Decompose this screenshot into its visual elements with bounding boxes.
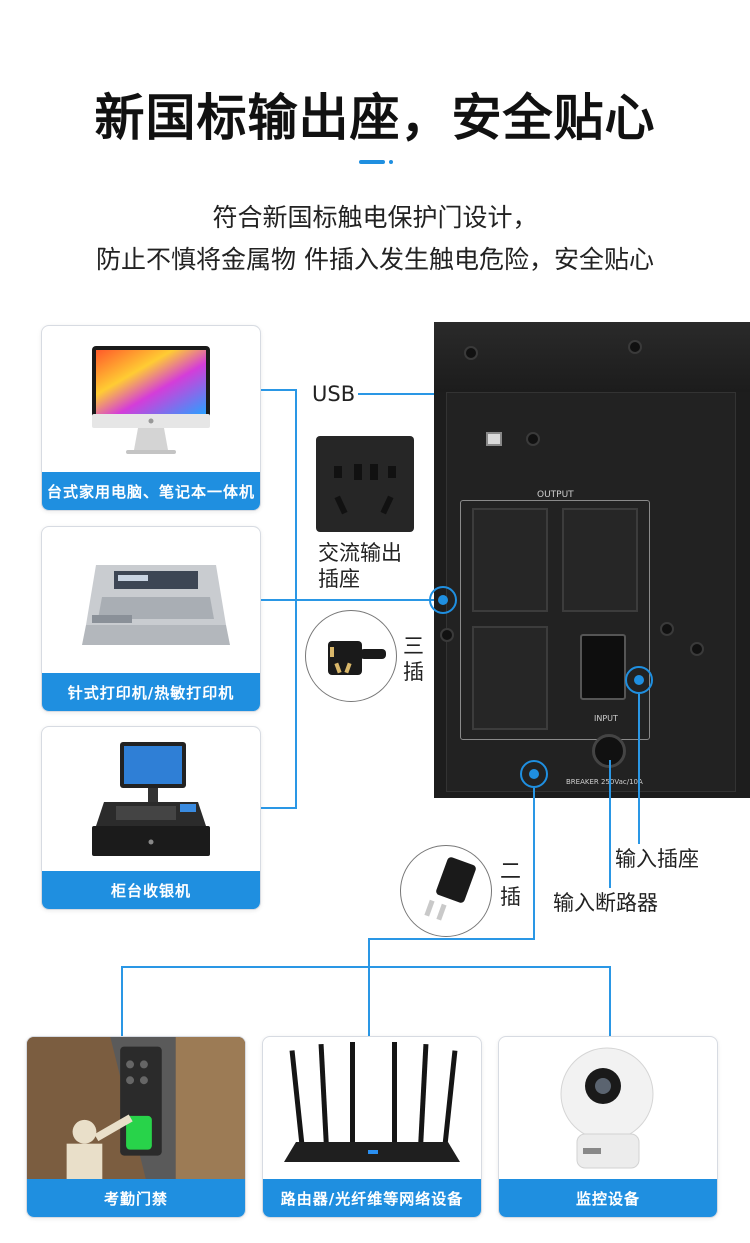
input-breaker-leader-line bbox=[609, 760, 611, 888]
card-caption: 考勤门禁 bbox=[27, 1179, 245, 1217]
output-socket bbox=[562, 508, 638, 612]
connector-line bbox=[533, 788, 535, 940]
two-pin-plug-icon bbox=[400, 845, 492, 937]
connector-line bbox=[368, 966, 370, 1038]
output-socket bbox=[472, 626, 548, 730]
connector-line bbox=[368, 938, 535, 940]
screw-icon bbox=[660, 622, 674, 636]
target-marker-icon bbox=[520, 760, 548, 788]
card-caption: 监控设备 bbox=[499, 1179, 717, 1217]
two-pin-label: 二 插 bbox=[500, 859, 521, 910]
printer-image bbox=[42, 527, 260, 673]
connector-line bbox=[261, 807, 297, 809]
output-frame bbox=[460, 500, 650, 740]
title-underline-dot bbox=[389, 160, 393, 164]
camera-image bbox=[499, 1037, 717, 1179]
connector-line bbox=[121, 966, 123, 1038]
three-pin-label: 三 插 bbox=[403, 634, 424, 685]
usb-leader-line bbox=[358, 393, 493, 395]
screw-icon bbox=[690, 642, 704, 656]
connector-line bbox=[121, 966, 611, 968]
input-marking: INPUT bbox=[594, 714, 618, 723]
breaker-marking: BREAKER 250Vac/10A bbox=[566, 778, 643, 786]
card-computer: 台式家用电脑、笔记本一体机 bbox=[41, 325, 261, 511]
title-underline bbox=[359, 160, 385, 164]
screw-icon bbox=[464, 346, 478, 360]
subtitle-line-2: 防止不慎将金属物 件插入发生触电危险，安全贴心 bbox=[96, 245, 654, 274]
card-caption: 路由器/光纤维等网络设备 bbox=[263, 1179, 481, 1217]
card-cash-register: 柜台收银机 bbox=[41, 726, 261, 910]
ac-output-label: 交流输出 插座 bbox=[318, 541, 402, 592]
input-socket bbox=[580, 634, 626, 700]
cash-register-image bbox=[42, 727, 260, 871]
usb-label: USB bbox=[312, 382, 356, 406]
connector-line bbox=[609, 966, 611, 1038]
connector-line bbox=[261, 599, 443, 601]
input-breaker-label: 输入断路器 bbox=[553, 891, 658, 915]
input-socket-leader-line bbox=[638, 694, 640, 844]
output-marking: OUTPUT bbox=[537, 490, 574, 500]
access-control-image bbox=[27, 1037, 245, 1180]
card-caption: 针式打印机/热敏打印机 bbox=[42, 673, 260, 711]
card-access-control: 考勤门禁 bbox=[26, 1036, 246, 1218]
card-caption: 柜台收银机 bbox=[42, 871, 260, 909]
ups-device: OUTPUT INPUT BREAKER 250Vac/10A bbox=[434, 322, 750, 798]
output-socket bbox=[472, 508, 548, 612]
page-title: 新国标输出座，安全贴心 bbox=[94, 89, 656, 147]
router-image bbox=[263, 1037, 481, 1179]
ac-socket-illustration bbox=[316, 436, 414, 532]
card-camera: 监控设备 bbox=[498, 1036, 718, 1218]
connector-line bbox=[261, 389, 297, 391]
screw-icon bbox=[526, 432, 540, 446]
screw-icon bbox=[628, 340, 642, 354]
target-marker-icon bbox=[429, 586, 457, 614]
card-printer: 针式打印机/热敏打印机 bbox=[41, 526, 261, 712]
screw-icon bbox=[440, 628, 454, 642]
ups-top bbox=[434, 322, 750, 392]
connector-line bbox=[368, 938, 370, 968]
three-pin-plug-icon bbox=[305, 610, 397, 702]
input-socket-label: 输入插座 bbox=[615, 847, 699, 871]
target-marker-icon bbox=[625, 666, 653, 694]
usb-port-icon bbox=[486, 432, 502, 446]
subtitle-line-1: 符合新国标触电保护门设计， bbox=[212, 203, 538, 232]
card-router: 路由器/光纤维等网络设备 bbox=[262, 1036, 482, 1218]
card-caption: 台式家用电脑、笔记本一体机 bbox=[42, 472, 260, 510]
computer-image bbox=[42, 326, 260, 472]
